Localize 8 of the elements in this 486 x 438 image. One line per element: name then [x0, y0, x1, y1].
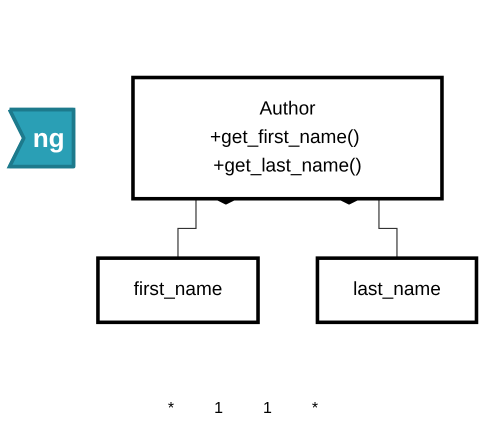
block-arrow: ng: [8, 108, 76, 168]
multiplicity-label: *: [312, 400, 318, 418]
multiplicity-label: 1: [263, 400, 272, 418]
multiplicity-label: *: [168, 400, 174, 418]
multiplicity-label: 1: [214, 400, 223, 418]
class-box: Author +get_first_name() +get_last_name(): [131, 76, 444, 201]
class-box: last_name: [316, 256, 478, 324]
class-box: first_name: [96, 256, 260, 324]
